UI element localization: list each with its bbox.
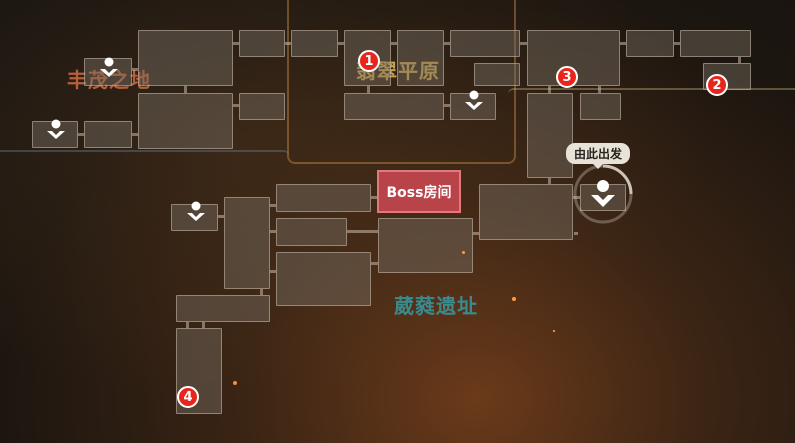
room-connector <box>202 322 205 328</box>
teleport-arrow-icon[interactable] <box>463 90 485 120</box>
map-room[interactable] <box>378 218 473 273</box>
room-connector <box>347 230 378 233</box>
room-connector <box>548 86 551 93</box>
room-connector <box>233 42 239 45</box>
room-connector <box>371 262 378 265</box>
region-border-north <box>287 0 516 164</box>
room-connector <box>574 232 578 235</box>
marker-3[interactable]: 3 <box>556 66 578 88</box>
start-label: 由此出发 <box>566 143 631 169</box>
teleport-arrow-icon[interactable] <box>45 119 67 149</box>
boss-room[interactable]: Boss房间 <box>377 170 461 213</box>
ember-spark <box>512 297 516 301</box>
room-connector <box>367 86 370 93</box>
map-room[interactable] <box>626 30 674 57</box>
map-room[interactable] <box>474 63 520 86</box>
map-room[interactable] <box>276 184 371 212</box>
room-connector <box>473 232 479 235</box>
region-label-south: 葳蕤遗址 <box>394 294 478 318</box>
ember-spark <box>233 381 237 385</box>
marker-2[interactable]: 2 <box>706 74 728 96</box>
room-connector <box>218 215 224 218</box>
room-connector <box>674 42 680 45</box>
teleport-arrow-icon[interactable] <box>98 57 120 87</box>
map-room[interactable] <box>84 121 132 148</box>
room-connector <box>270 270 276 273</box>
teleport-arrow-icon[interactable] <box>185 201 207 231</box>
room-connector <box>233 104 239 107</box>
map-room[interactable] <box>138 30 233 86</box>
room-connector <box>132 133 138 136</box>
boss-room-label: Boss房间 <box>386 184 452 201</box>
ember-spark <box>553 330 555 332</box>
room-connector <box>78 133 84 136</box>
room-connector <box>548 178 551 184</box>
room-connector <box>132 68 138 71</box>
ember-spark <box>462 251 465 254</box>
room-connector <box>270 204 276 207</box>
map-room[interactable] <box>344 93 444 120</box>
map-room[interactable] <box>239 30 285 57</box>
room-connector <box>738 57 741 63</box>
region-label-west: 丰茂之地 <box>67 68 151 92</box>
room-connector <box>260 289 263 295</box>
room-connector <box>620 42 626 45</box>
room-connector <box>285 42 291 45</box>
room-connector <box>598 86 601 93</box>
room-connector <box>444 104 450 107</box>
room-connector <box>186 322 189 328</box>
marker-4[interactable]: 4 <box>177 386 199 408</box>
map-room[interactable] <box>680 30 751 57</box>
room-connector <box>573 196 580 199</box>
map-room[interactable] <box>479 184 573 240</box>
room-connector <box>371 196 378 199</box>
room-connector <box>391 42 397 45</box>
marker-1[interactable]: 1 <box>358 50 380 72</box>
region-border-west <box>0 150 290 164</box>
map-room[interactable] <box>276 218 347 246</box>
map-room[interactable] <box>276 252 371 306</box>
room-connector <box>520 42 527 45</box>
map-room[interactable] <box>224 197 270 289</box>
map-room[interactable] <box>397 30 444 86</box>
map-room[interactable] <box>239 93 285 120</box>
room-connector <box>184 86 187 93</box>
room-connector <box>270 230 276 233</box>
map-room[interactable] <box>450 30 520 57</box>
map-room[interactable] <box>527 93 573 178</box>
start-point-ring[interactable] <box>571 162 635 230</box>
region-border-east <box>508 88 795 100</box>
map-room[interactable] <box>580 93 621 120</box>
room-connector <box>444 42 450 45</box>
map-room[interactable] <box>176 295 270 322</box>
map-room[interactable] <box>138 93 233 149</box>
room-connector <box>338 42 344 45</box>
map-room[interactable] <box>291 30 338 57</box>
